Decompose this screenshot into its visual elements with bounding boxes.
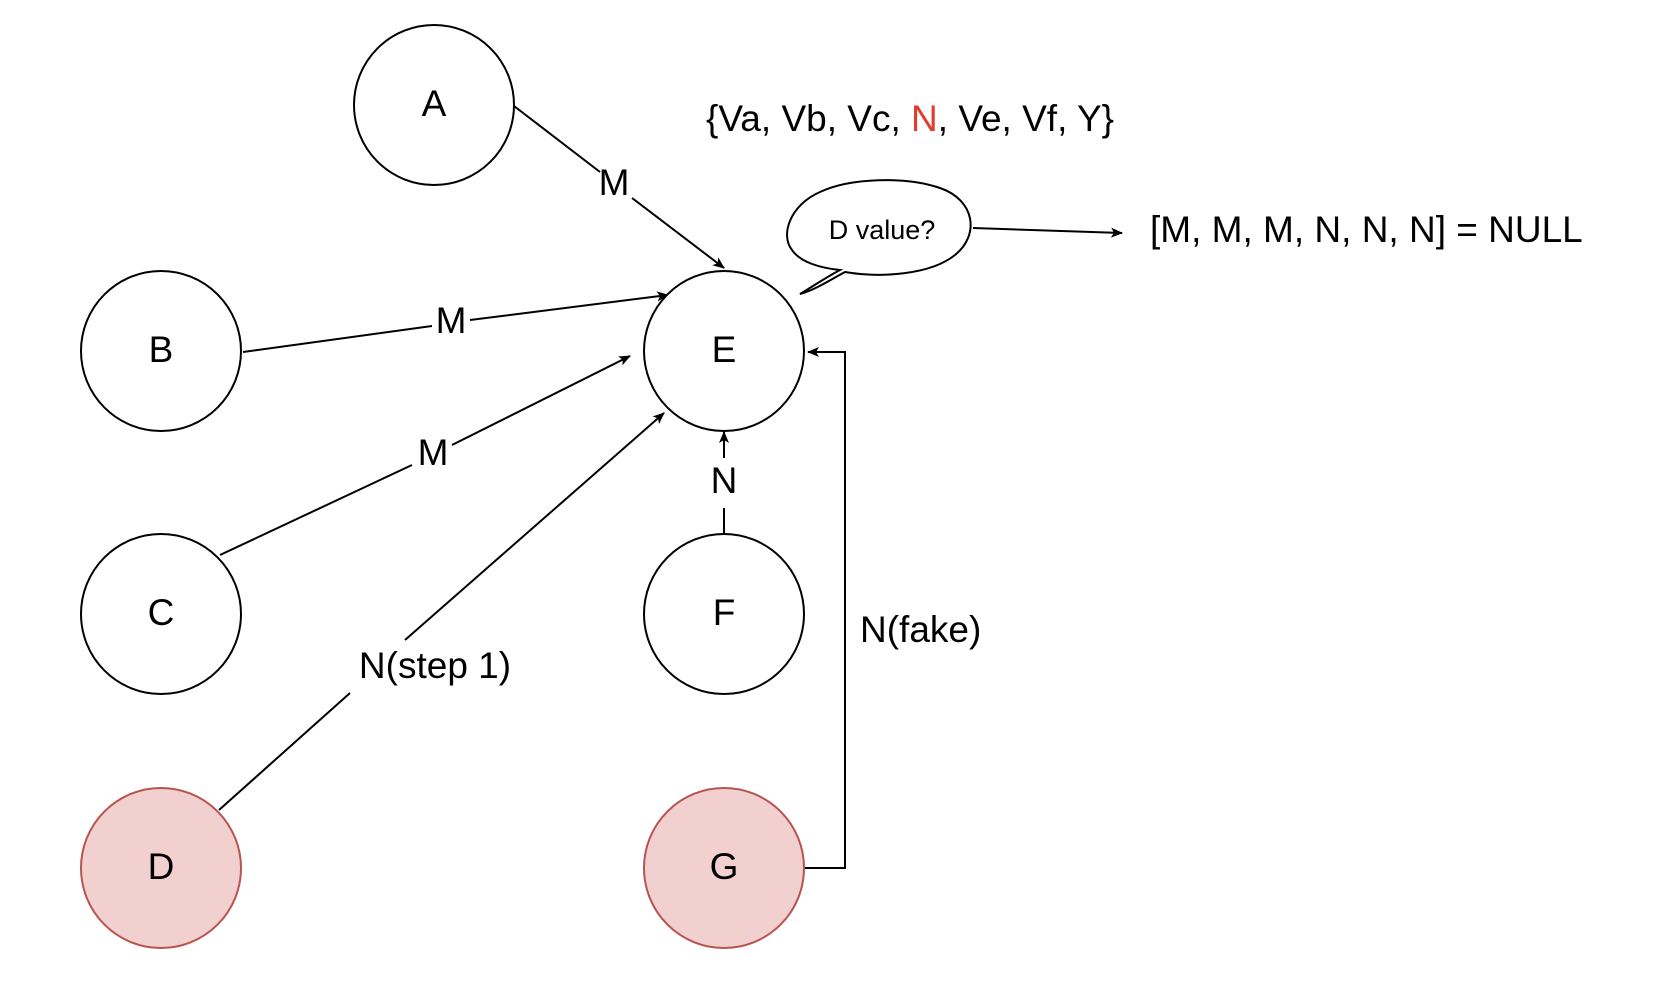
node-g: G: [643, 787, 805, 949]
edge-label-g-e: N(fake): [860, 609, 981, 650]
value-set-close: }: [1102, 98, 1114, 139]
node-e: E: [643, 270, 805, 432]
edge-f-to-e: N: [711, 431, 738, 533]
node-label-f: F: [713, 592, 736, 633]
result-text: [M, M, M, N, N, N] = NULL: [1150, 209, 1583, 250]
node-label-g: G: [710, 846, 739, 887]
value-set-ve: Ve: [958, 98, 1001, 139]
node-b: B: [80, 270, 242, 432]
result-arrow: [972, 227, 1123, 238]
edge-label-d-e: N(step 1): [359, 645, 511, 686]
edge-c-to-e: M: [219, 355, 631, 556]
value-set-y: Y: [1077, 98, 1102, 139]
value-set-n-highlight: N: [911, 98, 938, 139]
edge-g-to-e: N(fake): [805, 347, 981, 869]
value-set-vc: Vc: [847, 98, 890, 139]
edge-label-f-e: N: [711, 460, 738, 501]
node-label-a: A: [422, 83, 447, 124]
value-set-open: {: [706, 98, 718, 139]
edge-d-to-e: N(step 1): [218, 412, 665, 811]
node-f: F: [643, 533, 805, 695]
value-set-va: Va: [718, 98, 761, 139]
speech-bubble-text: D value?: [829, 215, 936, 245]
value-set: {Va, Vb, Vc, N, Ve, Vf, Y}: [706, 98, 1114, 139]
node-a: A: [353, 24, 515, 186]
value-set-vf: Vf: [1022, 98, 1058, 139]
edge-b-to-e: M: [242, 291, 669, 353]
node-label-d: D: [148, 846, 175, 887]
node-c: C: [80, 533, 242, 695]
speech-bubble: D value?: [786, 179, 972, 295]
value-set-vb: Vb: [781, 98, 826, 139]
edge-a-to-e: M: [513, 105, 725, 269]
node-label-b: B: [149, 329, 174, 370]
edge-label-b-e: M: [436, 300, 467, 341]
edge-label-c-e: M: [418, 432, 449, 473]
node-label-e: E: [712, 329, 737, 370]
node-d: D: [80, 787, 242, 949]
node-label-c: C: [148, 592, 175, 633]
speech-bubble-shape: [786, 179, 972, 295]
edge-label-a-e: M: [599, 162, 630, 203]
